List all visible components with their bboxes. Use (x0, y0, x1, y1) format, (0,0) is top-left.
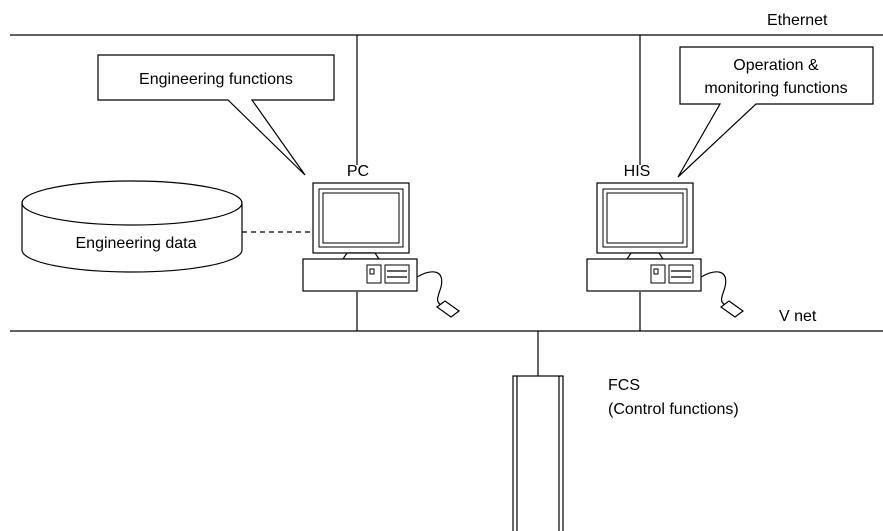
operation-monitoring-text-line2: monitoring functions (704, 80, 847, 97)
his-workstation-icon (586, 182, 744, 318)
engineering-functions-text: Engineering functions (139, 71, 293, 88)
vnet-label: V net (779, 308, 817, 325)
ethernet-label: Ethernet (767, 12, 828, 29)
fcs-sublabel: (Control functions) (608, 401, 739, 418)
operation-monitoring-text-line1: Operation & (733, 57, 819, 74)
pc-label: PC (347, 163, 369, 180)
engineering-data-label: Engineering data (76, 235, 197, 252)
fcs-cabinet-icon (512, 375, 564, 531)
his-label: HIS (624, 163, 651, 180)
operation-monitoring-callout: Operation & monitoring functions (677, 46, 874, 178)
pc-workstation-icon (302, 182, 460, 318)
engineering-functions-callout: Engineering functions (97, 54, 335, 176)
fcs-label: FCS (608, 377, 640, 394)
engineering-data-database-icon (21, 180, 243, 273)
